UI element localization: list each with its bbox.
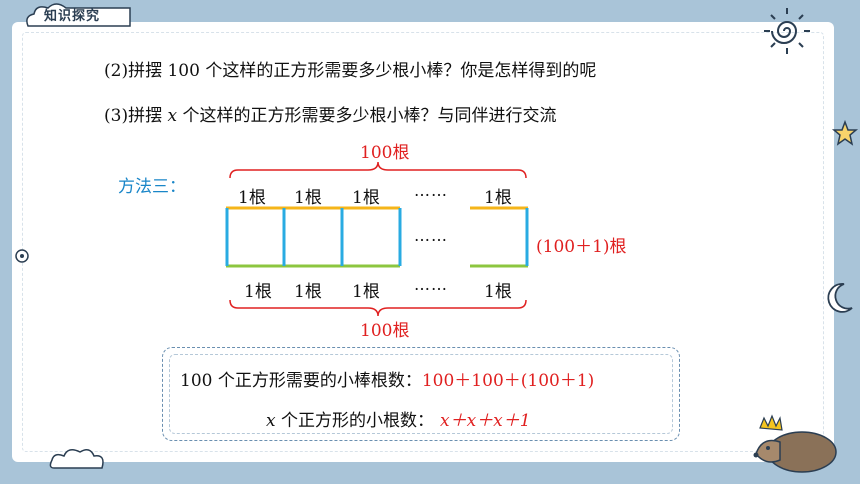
summary-line-1-text: 100 个正方形需要的小棒根数： bbox=[180, 371, 422, 391]
question-3: (3)拼摆 x 个这样的正方形需要多少根小棒？与同伴进行交流 bbox=[104, 101, 556, 126]
question-3-prefix: (3)拼摆 bbox=[104, 106, 168, 126]
moon-icon bbox=[827, 283, 853, 313]
content-board bbox=[12, 22, 834, 462]
summary-line-1: 100 个正方形需要的小棒根数：100＋100＋(100＋1) bbox=[180, 366, 594, 391]
bottom-label-4: 1根 bbox=[484, 282, 512, 302]
section-tab-label: 知识探究 bbox=[44, 9, 101, 24]
bottom-label-2: 1根 bbox=[294, 282, 322, 302]
method-label: 方法三： bbox=[118, 177, 186, 197]
question-3-suffix: 个这样的正方形需要多少根小棒？与同伴进行交流 bbox=[177, 106, 557, 126]
hedgehog-mascot-icon bbox=[753, 414, 837, 473]
top-label-3: 1根 bbox=[352, 188, 380, 208]
bottom-brace bbox=[229, 299, 527, 317]
question-3-variable: x bbox=[167, 106, 178, 126]
small-swirl-icon bbox=[15, 249, 29, 263]
bottom-label-1: 1根 bbox=[244, 282, 272, 302]
top-label-1: 1根 bbox=[238, 188, 266, 208]
top-ellipsis: …… bbox=[414, 181, 448, 200]
middle-ellipsis: …… bbox=[414, 226, 448, 245]
star-icon bbox=[831, 119, 859, 146]
summary-line-2: x 个正方形的小根数： x＋x＋x＋1 bbox=[266, 406, 531, 431]
summary-line-2-text: 个正方形的小根数： bbox=[275, 411, 434, 431]
vertical-count-label: (100＋1)根 bbox=[536, 237, 627, 257]
bottom-ellipsis: …… bbox=[414, 275, 448, 294]
summary-line-2-variable: x bbox=[266, 411, 276, 431]
bottom-brace-label: 100根 bbox=[360, 321, 410, 341]
summary-line-2-formula: x＋x＋x＋1 bbox=[440, 411, 531, 431]
summary-box bbox=[162, 347, 680, 441]
top-label-2: 1根 bbox=[294, 188, 322, 208]
cloud-icon bbox=[49, 449, 104, 469]
squares-diagram bbox=[225, 206, 529, 268]
bottom-label-3: 1根 bbox=[352, 282, 380, 302]
top-brace bbox=[229, 161, 527, 179]
top-brace-label: 100根 bbox=[360, 143, 410, 163]
spiral-sun-icon bbox=[764, 8, 810, 54]
top-label-4: 1根 bbox=[484, 188, 512, 208]
question-2: (2)拼摆 100 个这样的正方形需要多少根小棒？你是怎样得到的呢 bbox=[104, 61, 597, 81]
cloud-tab-icon bbox=[26, 3, 131, 27]
summary-line-1-formula: 100＋100＋(100＋1) bbox=[421, 371, 595, 391]
